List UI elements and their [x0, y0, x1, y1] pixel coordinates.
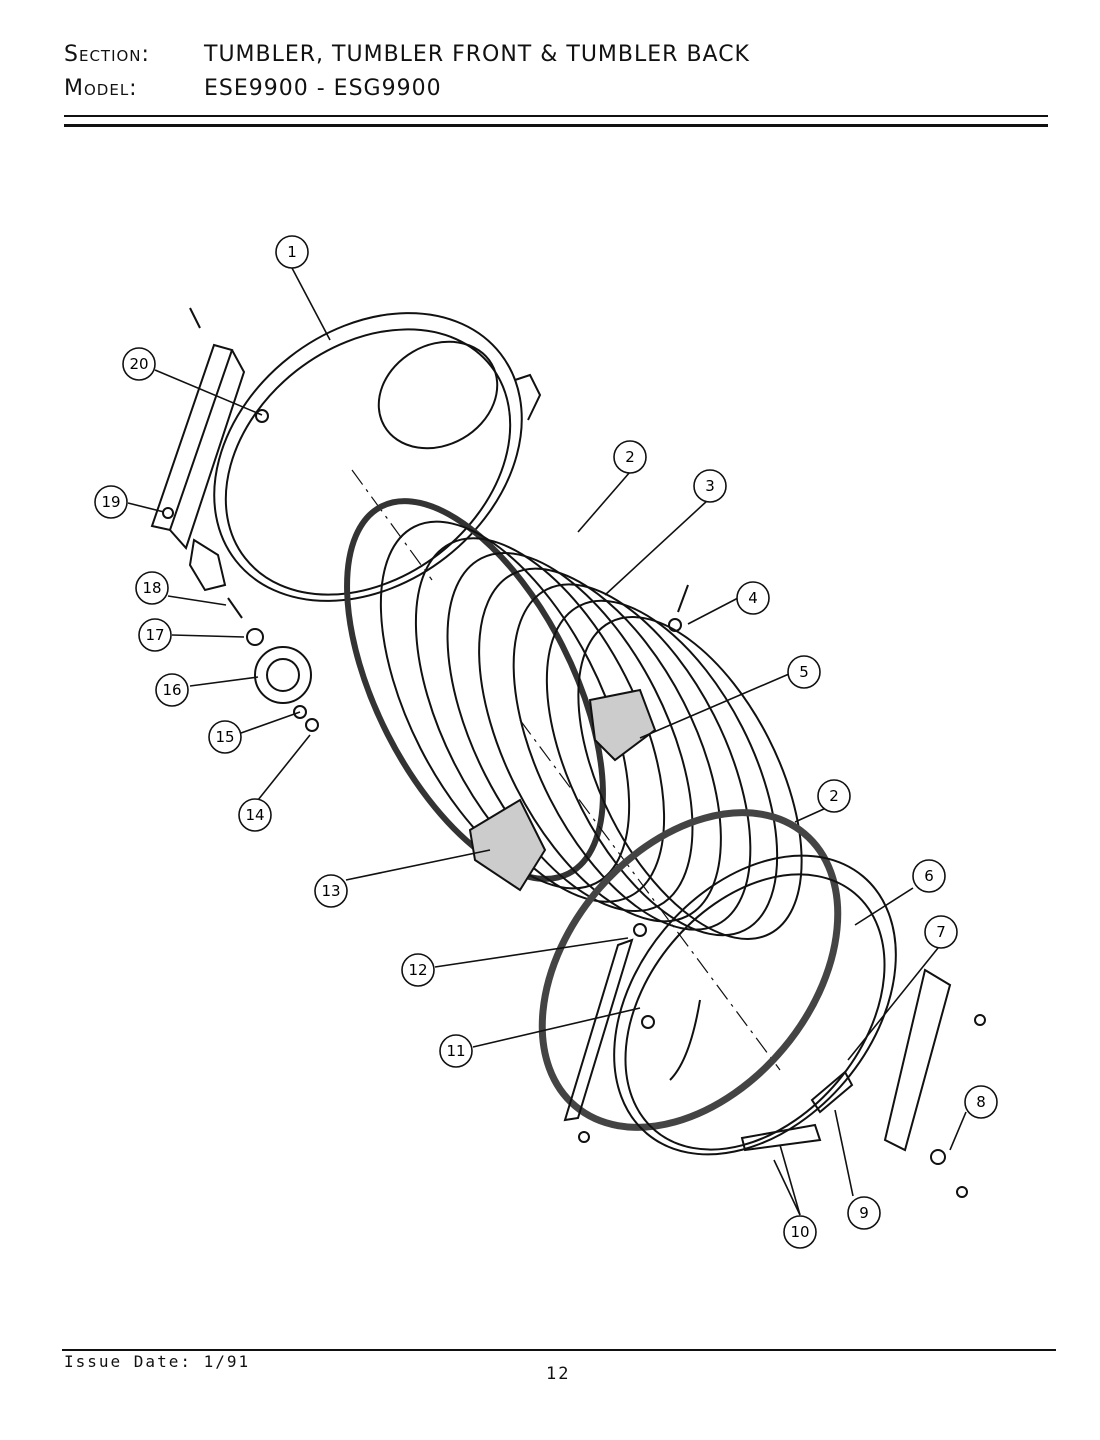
- callout-17: 17: [138, 618, 172, 652]
- svg-text:10: 10: [790, 1223, 809, 1241]
- svg-text:3: 3: [705, 477, 715, 495]
- callout-9: 9: [847, 1196, 881, 1230]
- svg-text:12: 12: [408, 961, 427, 979]
- callout-11: 11: [439, 1034, 473, 1068]
- footer-rule: [62, 1349, 1056, 1351]
- svg-text:1: 1: [287, 243, 297, 261]
- svg-text:11: 11: [446, 1042, 465, 1060]
- tumbler-front: [538, 809, 952, 1156]
- tumbler-back: [150, 312, 542, 602]
- section-line: Section: TUMBLER, TUMBLER FRONT & TUMBLE…: [64, 38, 1054, 72]
- svg-text:18: 18: [142, 579, 161, 597]
- section-title: TUMBLER, TUMBLER FRONT & TUMBLER BACK: [204, 42, 750, 67]
- svg-text:14: 14: [245, 806, 264, 824]
- callout-10: 10: [783, 1215, 817, 1249]
- svg-text:2: 2: [625, 448, 635, 466]
- svg-text:19: 19: [101, 493, 120, 511]
- svg-text:17: 17: [145, 626, 164, 644]
- header-rule-thin: [64, 115, 1048, 117]
- svg-text:5: 5: [799, 663, 809, 681]
- svg-text:7: 7: [936, 923, 946, 941]
- page-number: 12: [546, 1364, 571, 1384]
- model-line: Model: ESE9900 - ESG9900: [64, 72, 1054, 106]
- callout-6: 6: [912, 859, 946, 893]
- svg-text:13: 13: [321, 882, 340, 900]
- svg-text:9: 9: [859, 1204, 869, 1222]
- callout-18: 18: [135, 571, 169, 605]
- svg-text:8: 8: [976, 1093, 986, 1111]
- svg-text:20: 20: [129, 355, 148, 373]
- svg-text:15: 15: [215, 728, 234, 746]
- callout-5: 5: [787, 655, 821, 689]
- callout-8: 8: [964, 1085, 998, 1119]
- callout-15: 15: [208, 720, 242, 754]
- callout-4: 4: [736, 581, 770, 615]
- svg-text:2: 2: [829, 787, 839, 805]
- callout-2-lower: 2: [817, 779, 851, 813]
- svg-text:16: 16: [162, 681, 181, 699]
- callout-3: 3: [693, 469, 727, 503]
- issue-date: Issue Date: 1/91: [64, 1352, 251, 1371]
- section-label: Section:: [64, 42, 150, 67]
- callout-20: 20: [122, 347, 156, 381]
- model-label: Model:: [64, 76, 138, 101]
- model-numbers: ESE9900 - ESG9900: [204, 76, 442, 101]
- tumbler-drum: [344, 498, 803, 1071]
- callout-14: 14: [238, 798, 272, 832]
- callout-1: 1: [275, 235, 309, 269]
- svg-text:6: 6: [924, 867, 934, 885]
- svg-text:4: 4: [748, 589, 758, 607]
- callout-12: 12: [401, 953, 435, 987]
- leader-lines: [127, 267, 967, 1216]
- callouts: 1 2 3 4 5 2 6 7 8 9 10 11 12 13 14 15 16…: [94, 235, 998, 1249]
- callout-7: 7: [924, 915, 958, 949]
- header-rule-thick: [64, 124, 1048, 127]
- roller-parts: [162, 307, 986, 1198]
- page-header: Section: TUMBLER, TUMBLER FRONT & TUMBLE…: [64, 38, 1054, 106]
- callout-2-upper: 2: [613, 440, 647, 474]
- callout-13: 13: [314, 874, 348, 908]
- callout-19: 19: [94, 485, 128, 519]
- callout-16: 16: [155, 673, 189, 707]
